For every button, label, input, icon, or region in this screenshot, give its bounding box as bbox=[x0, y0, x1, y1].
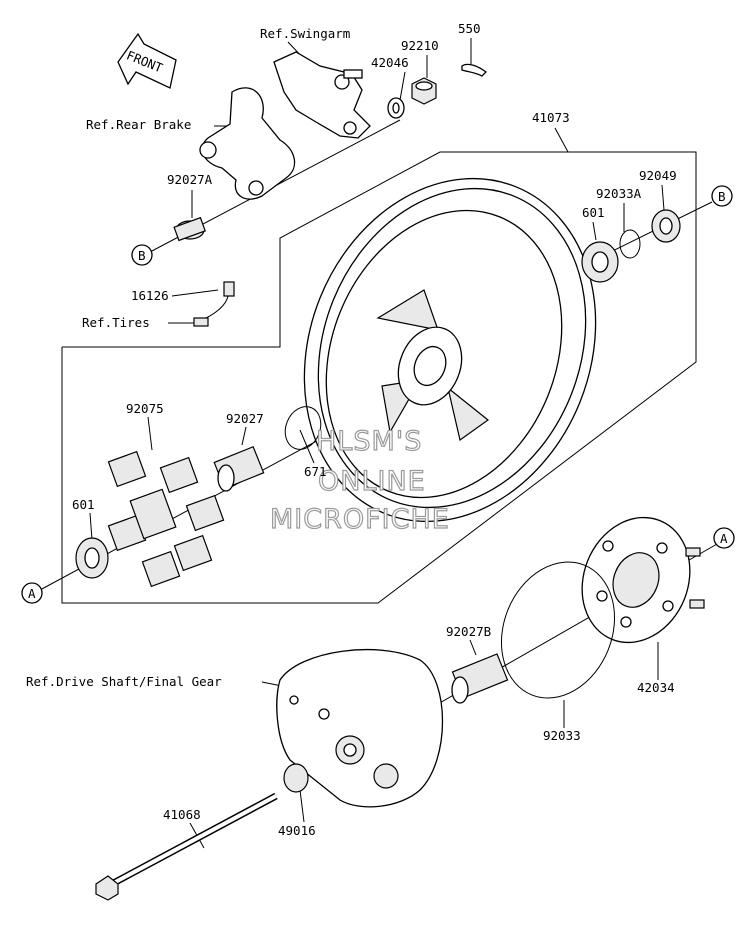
label-ref-swingarm: Ref.Swingarm bbox=[260, 26, 350, 41]
marker-a-right-label: A bbox=[720, 531, 728, 546]
label-ref-tires: Ref.Tires bbox=[82, 315, 150, 330]
label-42034: 42034 bbox=[637, 680, 675, 695]
front-arrow-icon: FRONT bbox=[117, 32, 177, 89]
label-92210: 92210 bbox=[401, 38, 439, 53]
air-valve-16126-drawing bbox=[193, 281, 235, 327]
coupling-42034-drawing bbox=[581, 516, 705, 644]
watermark-line3: MICROFICHE bbox=[270, 504, 450, 535]
label-41073: 41073 bbox=[532, 110, 570, 125]
label-671: 671 bbox=[304, 464, 327, 479]
marker-a-left: A bbox=[21, 582, 43, 604]
washer-49016-drawing bbox=[283, 763, 309, 793]
label-ref-rear-brake: Ref.Rear Brake bbox=[86, 117, 191, 132]
label-92033: 92033 bbox=[543, 728, 581, 743]
label-16126: 16126 bbox=[131, 288, 169, 303]
label-550: 550 bbox=[458, 21, 481, 36]
collar-92027-drawing bbox=[213, 445, 265, 492]
label-92049: 92049 bbox=[639, 168, 677, 183]
cotter-pin-550-drawing bbox=[461, 63, 487, 77]
label-41068: 41068 bbox=[163, 807, 201, 822]
bearing-601-left-drawing bbox=[75, 537, 109, 579]
label-49016: 49016 bbox=[278, 823, 316, 838]
label-601-top: 601 bbox=[582, 205, 605, 220]
rear-wheel-41073-drawing bbox=[303, 177, 597, 523]
collar-92027b-drawing bbox=[451, 653, 509, 704]
watermark-line1: HLSM'S bbox=[316, 426, 422, 457]
label-601-left: 601 bbox=[72, 497, 95, 512]
marker-a-left-label: A bbox=[28, 586, 36, 601]
marker-b-left-label: B bbox=[138, 248, 146, 263]
axle-41068-drawing bbox=[95, 792, 278, 901]
o-ring-671-drawing bbox=[284, 406, 322, 450]
watermark: HLSM'S ONLINE MICROFICHE bbox=[269, 425, 450, 535]
label-ref-drive-shaft: Ref.Drive Shaft/Final Gear bbox=[26, 674, 222, 689]
watermark-line2: ONLINE bbox=[318, 466, 426, 497]
brake-bracket-drawing bbox=[199, 51, 371, 200]
marker-b-right-label: B bbox=[718, 189, 726, 204]
marker-b-right: B bbox=[711, 185, 733, 207]
oil-seal-92049-drawing bbox=[651, 209, 681, 243]
nut-92210-drawing bbox=[411, 77, 437, 105]
bearing-601-top-drawing bbox=[581, 241, 619, 283]
label-92027b: 92027B bbox=[446, 624, 491, 639]
damper-92075-drawing bbox=[107, 450, 225, 588]
label-92075: 92075 bbox=[126, 401, 164, 416]
ring-92033-drawing bbox=[500, 561, 616, 699]
label-42046: 42046 bbox=[371, 55, 409, 70]
label-92027a: 92027A bbox=[167, 172, 213, 187]
circlip-92033a-drawing bbox=[619, 229, 641, 259]
assembly-outline bbox=[61, 151, 697, 604]
label-92027: 92027 bbox=[226, 411, 264, 426]
washer-42046-drawing bbox=[387, 97, 405, 119]
label-92033a: 92033A bbox=[596, 186, 642, 201]
marker-b-left: B bbox=[131, 244, 153, 266]
marker-a-right: A bbox=[713, 527, 735, 549]
collar-92027a-drawing bbox=[173, 216, 206, 242]
final-drive-housing-drawing bbox=[276, 649, 444, 808]
